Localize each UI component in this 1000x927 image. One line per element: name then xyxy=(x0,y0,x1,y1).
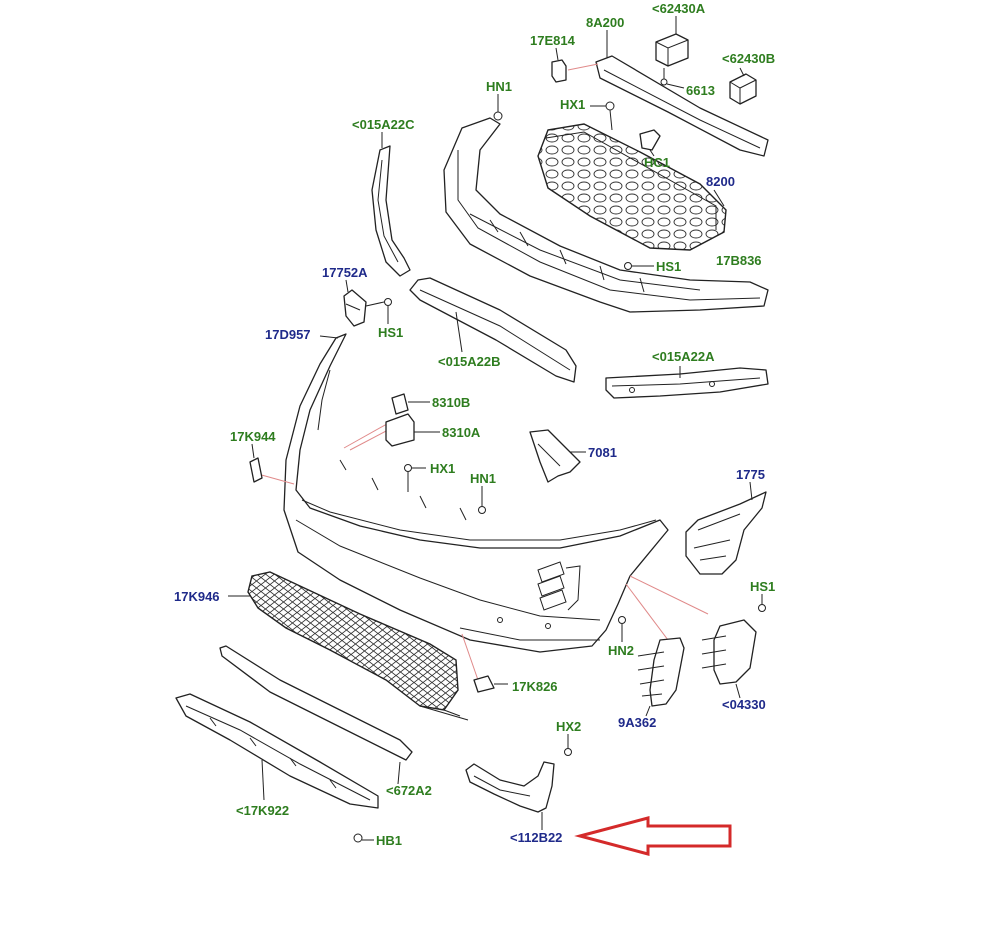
part-17752A-bracket xyxy=(343,279,385,327)
label-8310B[interactable]: 8310B xyxy=(432,395,471,410)
label-8A200[interactable]: 8A200 xyxy=(586,15,625,30)
label-HX1-mid[interactable]: HX1 xyxy=(430,461,456,476)
label-HN2[interactable]: HN2 xyxy=(608,643,635,658)
part-112B22-bracket xyxy=(465,761,555,830)
label-62430B[interactable]: <62430B xyxy=(722,51,776,66)
label-HC1[interactable]: HC1 xyxy=(644,155,671,170)
label-672A2[interactable]: <672A2 xyxy=(386,783,432,798)
part-015A22C-side-strip xyxy=(371,132,411,277)
label-6613[interactable]: 6613 xyxy=(686,83,715,98)
part-17K946-lower-grille xyxy=(228,571,469,721)
part-HC1-clip xyxy=(639,129,661,157)
label-HX2[interactable]: HX2 xyxy=(556,719,582,734)
part-HN1-nut-mid xyxy=(478,486,486,514)
part-8A200-upper-bar xyxy=(595,30,769,157)
label-112B22[interactable]: <112B22 xyxy=(510,830,563,845)
part-672A2-strip xyxy=(219,645,413,785)
part-HS1-screw-left xyxy=(384,298,392,324)
label-HS1-frame[interactable]: HS1 xyxy=(656,259,682,274)
label-9A362[interactable]: 9A362 xyxy=(618,715,657,730)
label-17B836[interactable]: 17B836 xyxy=(716,253,762,268)
label-8310A[interactable]: 8310A xyxy=(442,425,481,440)
label-HN1-top[interactable]: HN1 xyxy=(486,79,513,94)
part-HX1-screw-mid xyxy=(404,464,426,492)
label-62430A[interactable]: <62430A xyxy=(652,1,706,16)
part-8310B-sensor xyxy=(391,393,430,415)
label-17K922[interactable]: <17K922 xyxy=(236,803,290,818)
label-HS1-left[interactable]: HS1 xyxy=(378,325,404,340)
part-HB1-bolt xyxy=(353,833,374,843)
label-015A22B[interactable]: <015A22B xyxy=(438,354,501,369)
part-17K922-spoiler xyxy=(175,693,379,809)
label-17K946[interactable]: 17K946 xyxy=(174,589,220,604)
label-015A22C[interactable]: <015A22C xyxy=(352,117,415,132)
label-17D957[interactable]: 17D957 xyxy=(265,327,311,342)
part-9A362-trim xyxy=(637,637,685,717)
part-HX1-screw-top xyxy=(590,101,615,131)
part-62430B-bracket xyxy=(729,67,757,105)
part-1775-bracket xyxy=(685,481,767,575)
part-HN2-nut xyxy=(618,616,626,642)
part-8310A-housing xyxy=(385,413,440,447)
label-HN1-mid[interactable]: HN1 xyxy=(470,471,497,486)
part-HS1-screw-right xyxy=(758,594,766,612)
label-HX1-top[interactable]: HX1 xyxy=(560,97,586,112)
part-HX2-screw xyxy=(564,734,572,756)
part-7081-bracket xyxy=(529,429,586,483)
red-leader-lines xyxy=(257,419,709,681)
label-HB1[interactable]: HB1 xyxy=(376,833,403,848)
part-8200-grille xyxy=(537,123,727,251)
part-62430A-bracket xyxy=(655,16,689,80)
label-1775[interactable]: 1775 xyxy=(736,467,765,482)
part-015A22A-bracket xyxy=(605,366,769,399)
part-6613-fastener xyxy=(660,78,685,89)
part-17E814-bracket xyxy=(551,47,599,83)
part-HN1-nut-top xyxy=(493,94,503,121)
highlight-arrow xyxy=(574,816,732,856)
part-upper-bumper-frame xyxy=(443,117,769,313)
label-17K944[interactable]: 17K944 xyxy=(230,429,276,444)
part-17K944-clip xyxy=(249,443,263,483)
part-17K826-clip xyxy=(473,675,508,693)
label-17K826[interactable]: 17K826 xyxy=(512,679,558,694)
label-04330[interactable]: <04330 xyxy=(722,697,766,712)
part-015A22B-bracket xyxy=(409,277,577,383)
part-04330-trim xyxy=(701,619,757,699)
label-8200[interactable]: 8200 xyxy=(706,174,735,189)
part-bumper-cover xyxy=(283,333,669,653)
part-HS1-screw-frame xyxy=(624,262,654,270)
label-17E814[interactable]: 17E814 xyxy=(530,33,575,48)
label-015A22A[interactable]: <015A22A xyxy=(652,349,715,364)
label-HS1-right[interactable]: HS1 xyxy=(750,579,776,594)
label-17752A[interactable]: 17752A xyxy=(322,265,368,280)
label-7081[interactable]: 7081 xyxy=(588,445,617,460)
